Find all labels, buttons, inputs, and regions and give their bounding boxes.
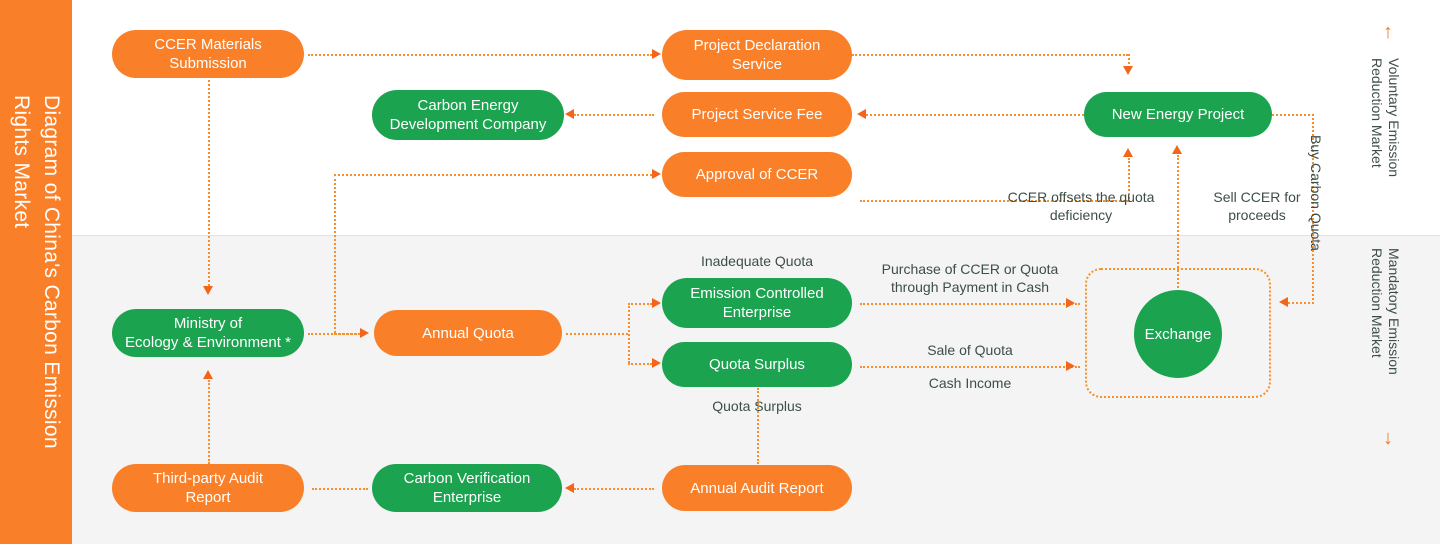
- node-approval-of-ccer[interactable]: Approval of CCER: [662, 152, 852, 197]
- node-ministry-of-ecology-environment[interactable]: Ministry of Ecology & Environment *: [112, 309, 304, 357]
- edge-quota-surplus-to-exchange: [860, 366, 1080, 368]
- edge-service-fee-to-carbon-company-arrowhead: [565, 109, 574, 119]
- edge-submission-to-ministry: [208, 80, 210, 286]
- edge-new-energy-to-service-fee-arrowhead: [857, 109, 866, 119]
- edge-declaration-to-new-energy-v: [1128, 54, 1130, 68]
- edge-quota-to-quota-surplus: [628, 363, 652, 365]
- mandatory-market-label: Mandatory Emission Reduction Market: [1369, 248, 1402, 375]
- edge-buy-quota-v: [1312, 114, 1314, 304]
- edge-third-party-report-to-ministry-arrowhead: [203, 370, 213, 379]
- edge-quota-to-emission-enterprise: [628, 303, 652, 305]
- label-quota-surplus-caption: Quota Surplus: [712, 398, 802, 414]
- edge-ccer-offsets-h: [860, 200, 1128, 202]
- node-emission-controlled-enterprise[interactable]: Emission Controlled Enterprise: [662, 278, 852, 328]
- node-carbon-verification-enterprise[interactable]: Carbon Verification Enterprise: [372, 464, 562, 512]
- exchange-container: [1085, 268, 1271, 398]
- edge-emission-enterprise-to-exchange: [860, 303, 1080, 305]
- edge-submission-to-declaration: [308, 54, 652, 56]
- label-ccer-offsets-quota-deficiency: CCER offsets the quota deficiency: [1007, 189, 1155, 223]
- mandatory-market-down-arrow-icon: ↓: [1383, 427, 1393, 449]
- edge-quota-surplus-to-exchange-arrowhead: [1066, 361, 1075, 371]
- node-quota-surplus[interactable]: Quota Surplus: [662, 342, 852, 387]
- voluntary-market-up-arrow-icon: ↑: [1383, 21, 1393, 43]
- node-exchange[interactable]: Exchange: [1134, 290, 1222, 378]
- edge-quota-to-emission-enterprise-arrowhead: [652, 298, 661, 308]
- edge-buy-quota-h-bottom: [1288, 302, 1314, 304]
- node-project-service-fee[interactable]: Project Service Fee: [662, 92, 852, 137]
- edge-buy-quota-arrowhead: [1279, 297, 1288, 307]
- node-annual-audit-report[interactable]: Annual Audit Report: [662, 465, 852, 511]
- edge-declaration-to-new-energy-h: [852, 54, 1128, 56]
- diagram-title-bar: Diagram of China's Carbon Emission Right…: [0, 0, 72, 544]
- node-annual-quota[interactable]: Annual Quota: [374, 310, 562, 356]
- edge-ccer-offsets-arrowhead: [1123, 148, 1133, 157]
- node-project-declaration-service[interactable]: Project Declaration Service: [662, 30, 852, 80]
- edge-approval-to-quota-arrowhead-bottom: [360, 328, 369, 338]
- label-sell-ccer-for-proceeds: Sell CCER for proceeds: [1213, 189, 1301, 223]
- edge-quota-split-stem: [566, 333, 628, 335]
- edge-approval-to-quota-v: [334, 174, 336, 333]
- edge-sell-ccer-v: [1177, 155, 1179, 335]
- edge-approval-to-quota-arrowhead-top: [652, 169, 661, 179]
- edge-quota-to-quota-surplus-arrowhead: [652, 358, 661, 368]
- edge-buy-quota-h-top: [1272, 114, 1314, 116]
- edge-quota-surplus-to-audit-report: [757, 388, 759, 464]
- edge-audit-report-to-verification: [574, 488, 654, 490]
- label-sale-of-quota: Sale of Quota: [927, 342, 1013, 358]
- node-new-energy-project[interactable]: New Energy Project: [1084, 92, 1272, 137]
- label-buy-carbon-quota: Buy Carbon Quota: [1308, 135, 1324, 251]
- edge-ministry-to-annual-quota: [308, 333, 360, 335]
- edge-ccer-offsets-v: [1128, 158, 1130, 202]
- label-cash-income: Cash Income: [928, 375, 1012, 391]
- edge-sell-ccer-arrowhead: [1172, 145, 1182, 154]
- edge-audit-report-to-verification-arrowhead: [565, 483, 574, 493]
- edge-emission-enterprise-to-exchange-arrowhead: [1066, 298, 1075, 308]
- node-ccer-materials-submission[interactable]: CCER Materials Submission: [112, 30, 304, 78]
- edge-third-party-report-to-ministry: [208, 380, 210, 464]
- voluntary-market-label: Voluntary Emission Reduction Market: [1369, 58, 1402, 178]
- node-third-party-audit-report[interactable]: Third-party Audit Report: [112, 464, 304, 512]
- edge-quota-split-riser: [628, 303, 630, 363]
- edge-new-energy-to-service-fee: [866, 114, 1084, 116]
- edge-service-fee-to-carbon-company: [574, 114, 654, 116]
- edge-submission-to-ministry-arrowhead: [203, 286, 213, 295]
- edge-approval-to-quota-h-top: [334, 174, 652, 176]
- edge-submission-to-declaration-arrowhead: [652, 49, 661, 59]
- edge-verification-to-third-party-report: [312, 488, 368, 490]
- node-carbon-energy-development-company[interactable]: Carbon Energy Development Company: [372, 90, 564, 140]
- edge-declaration-to-new-energy-arrowhead: [1123, 66, 1133, 75]
- page-title: Diagram of China's Carbon Emission Right…: [10, 95, 63, 449]
- label-purchase-ccer-or-quota: Purchase of CCER or Quota through Paymen…: [881, 261, 1059, 295]
- label-inadequate-quota: Inadequate Quota: [700, 253, 814, 269]
